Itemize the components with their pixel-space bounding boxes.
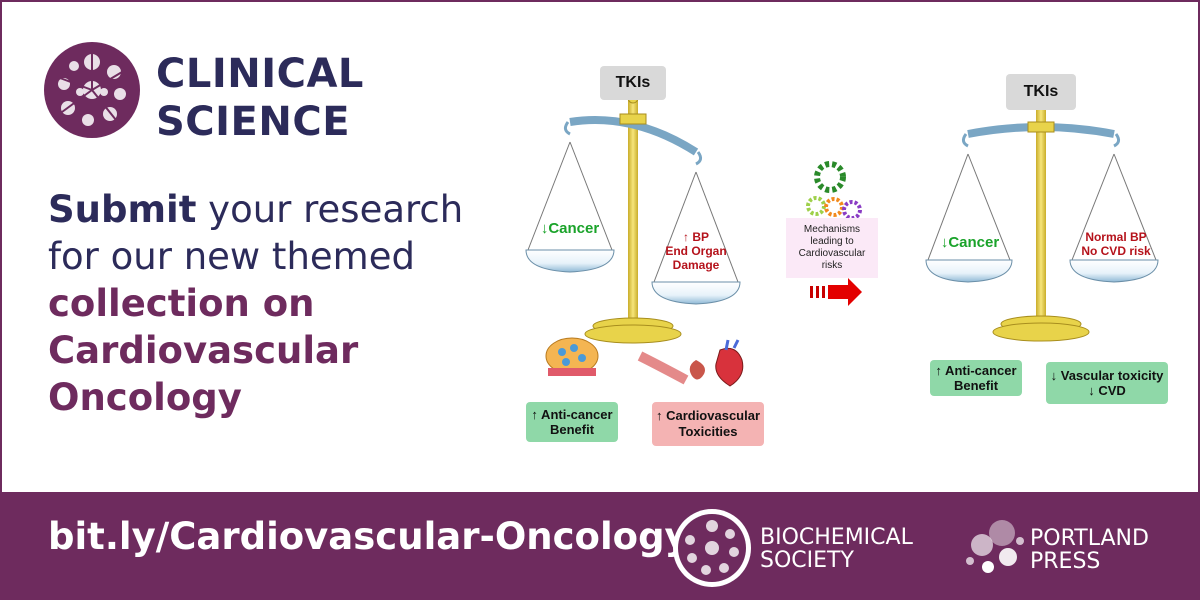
left-benefit-line2: Benefit xyxy=(549,422,595,437)
left-scale-cancer-label: ↓Cancer xyxy=(540,220,600,237)
right-tkis-label: TKIs xyxy=(1006,74,1076,110)
footer-bar xyxy=(0,492,1200,600)
gears-icon xyxy=(806,161,862,220)
headline-line3: collection on xyxy=(48,282,315,325)
no-cvd-line: No CVD risk xyxy=(1081,244,1151,258)
left-benefit-line1: ↑ Anti-cancer xyxy=(531,407,613,422)
portland-line2: PRESS xyxy=(1030,549,1101,574)
cancer-cells-illustration xyxy=(545,337,599,376)
left-scale xyxy=(525,92,741,344)
headline-line4: Cardiovascular xyxy=(48,329,359,372)
end-organ-line: End Organ xyxy=(665,244,727,258)
cardiovascular-toxicities-box: ↑ Cardiovascular Toxicities xyxy=(652,402,764,446)
biochemical-society-logo xyxy=(673,509,751,587)
right-scale-bp-label: Normal BP No CVD risk xyxy=(1074,230,1158,258)
headline-line5: Oncology xyxy=(48,376,242,419)
right-benefit-line2: Benefit xyxy=(953,378,999,393)
headline-bold-word: Submit xyxy=(48,188,197,231)
normal-bp-line: Normal BP xyxy=(1085,230,1147,244)
bp-line: ↑ BP xyxy=(682,230,709,244)
headline-line1: your research xyxy=(196,188,464,231)
biochemical-line1: BIOCHEMICAL xyxy=(760,525,913,550)
mechanism-line3: Cardiovascular xyxy=(798,248,866,259)
biochemical-society-name: BIOCHEMICAL SOCIETY xyxy=(760,526,913,572)
cardiovascular-organs-illustration xyxy=(637,339,744,387)
portland-press-logo xyxy=(966,520,1024,573)
mechanism-line2: leading to xyxy=(810,236,854,247)
toxicity-line2: Toxicities xyxy=(678,424,738,439)
toxicity-line1: ↑ Cardiovascular xyxy=(655,408,761,423)
right-anti-cancer-box: ↑ Anti-cancer Benefit xyxy=(930,360,1022,396)
right-benefit-line1: ↑ Anti-cancer xyxy=(935,363,1017,378)
portland-press-name: PORTLAND PRESS xyxy=(1030,527,1149,573)
mechanism-line4: risks xyxy=(821,260,843,271)
journal-title-line1: CLINICAL xyxy=(156,51,364,97)
left-anti-cancer-box: ↑ Anti-cancer Benefit xyxy=(526,402,618,442)
left-tkis-label: TKIs xyxy=(600,66,666,100)
mechanisms-box: Mechanisms leading to Cardiovascular ris… xyxy=(786,218,878,278)
portland-line1: PORTLAND xyxy=(1030,526,1149,551)
collection-url-link[interactable]: bit.ly/Cardiovascular-Oncology xyxy=(48,515,689,558)
journal-title-line2: SCIENCE xyxy=(156,99,351,145)
journal-title: CLINICAL SCIENCE xyxy=(156,50,364,146)
clinical-science-logo xyxy=(44,42,140,138)
headline-line2: for our new themed xyxy=(48,235,415,278)
left-scale-bp-label: ↑ BP End Organ Damage xyxy=(654,230,738,272)
damage-line: Damage xyxy=(672,258,720,272)
headline: Submit your research for our new themed … xyxy=(48,186,518,421)
red-arrow-icon xyxy=(810,278,862,306)
right-scale-cancer-label: ↓Cancer xyxy=(940,234,1000,251)
vascular-toxicity-box: ↓ Vascular toxicity ↓ CVD xyxy=(1046,362,1168,404)
biochemical-line2: SOCIETY xyxy=(760,548,854,573)
right-scale xyxy=(925,92,1159,342)
vascular-line1: ↓ Vascular toxicity xyxy=(1050,368,1164,383)
vascular-line2: ↓ CVD xyxy=(1088,383,1126,398)
tki-balance-diagram: TKIs ↓Cancer ↑ BP End Organ Damage ↑ Ant… xyxy=(520,60,1180,460)
mechanism-line1: Mechanisms xyxy=(803,224,861,235)
